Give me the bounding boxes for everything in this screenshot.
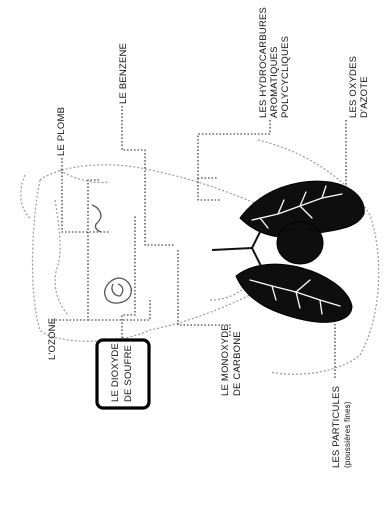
eye-sketch xyxy=(92,205,101,232)
label-oxydes-line2: D'AZOTE xyxy=(359,76,370,118)
body-outline xyxy=(21,140,379,374)
label-hydro-line3: POLYCYCLIQUES xyxy=(280,36,291,118)
trachea xyxy=(212,228,262,268)
leader-monoxyde xyxy=(178,250,230,336)
label-monoxyde-line1: LE MONOXYDE xyxy=(220,324,231,396)
label-benzene: LE BENZENE xyxy=(118,43,129,104)
label-oxydes-line1: LES OXYDES xyxy=(348,56,359,118)
head-features xyxy=(55,200,131,315)
leader-hydrocarbures-branch xyxy=(198,178,220,200)
heart xyxy=(277,222,323,264)
label-hydro-line2: AROMATIQUES xyxy=(269,46,280,118)
label-hydro-line1: LES HYDROCARBURES xyxy=(258,7,269,118)
label-particules-line2: (poussières fines) xyxy=(343,401,352,468)
leader-benzene xyxy=(122,106,175,245)
leader-hydrocarbures xyxy=(198,120,270,178)
lower-lung xyxy=(236,264,352,322)
label-monoxyde-line2: DE CARBONE xyxy=(232,331,243,396)
mouth-sketch xyxy=(105,278,132,303)
leader-ozone xyxy=(52,180,100,320)
label-ozone: L'OZONE xyxy=(47,318,58,360)
label-dioxyde-line1: LE DIOXYDE xyxy=(110,343,121,402)
label-plomb: LE PLOMB xyxy=(56,107,67,156)
lungs xyxy=(236,181,364,322)
label-dioxyde-line2: DE SOUFRE xyxy=(123,345,134,402)
label-particules-line1: LES PARTICULES xyxy=(331,386,342,468)
leader-plomb xyxy=(62,158,110,232)
